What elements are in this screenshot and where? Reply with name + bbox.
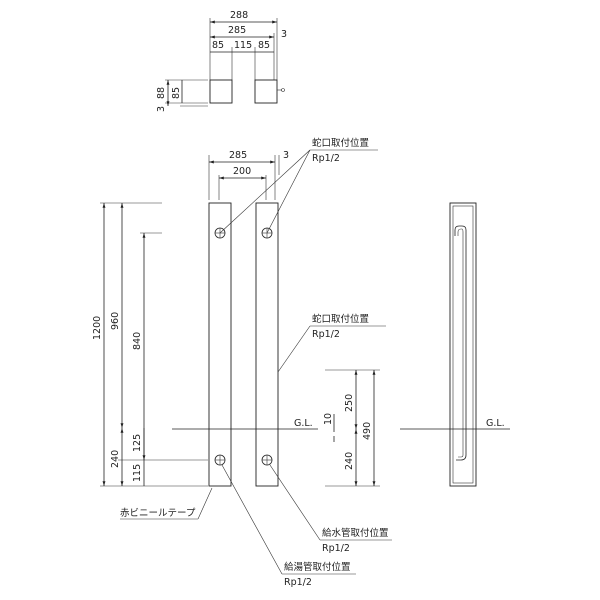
label-hot-water-title: 給湯管取付位置 [284, 561, 351, 573]
front-dim-240: 240 [110, 450, 121, 468]
label-faucet-top-spec: Rp1/2 [312, 153, 340, 164]
front-offset-3: 3 [283, 150, 289, 161]
front-width-285: 285 [229, 150, 247, 161]
plan-width-285: 285 [228, 25, 246, 36]
plan-post-left: 85 [212, 40, 224, 51]
front-height-840: 840 [132, 332, 143, 350]
plan-depth-85: 85 [171, 87, 182, 99]
label-hot-water-spec: Rp1/2 [284, 577, 312, 588]
plan-depth-3: 3 [156, 106, 167, 112]
front-gl-label: G.L. [294, 418, 313, 429]
front-width-200: 200 [233, 166, 251, 177]
side-view: G.L. [400, 202, 510, 487]
plan-post-left-shape [209, 79, 233, 104]
water-supply-marker [261, 454, 273, 466]
front-dim-250: 250 [344, 394, 355, 412]
plan-gap: 115 [234, 40, 252, 51]
front-dim-490: 490 [362, 422, 373, 440]
plan-view: 288 285 3 85 115 85 88 85 3 [156, 10, 287, 112]
hot-water-marker [214, 454, 226, 466]
plan-width-288: 288 [230, 10, 248, 21]
label-water-supply-title: 給水管取付位置 [322, 527, 389, 539]
annotations: 蛇口取付位置 Rp1/2 蛇口取付位置 Rp1/2 赤ビニールテープ 給水管取付… [120, 137, 389, 588]
front-dim-115: 115 [132, 464, 143, 482]
front-view: 285 3 200 [92, 149, 392, 575]
front-height-960: 960 [110, 312, 121, 330]
front-height-1200: 1200 [92, 316, 103, 340]
label-faucet-mid-title: 蛇口取付位置 [312, 313, 369, 325]
side-pipe [454, 225, 467, 461]
front-post-left [208, 202, 232, 487]
label-faucet-top-title: 蛇口取付位置 [312, 137, 369, 149]
label-red-tape: 赤ビニールテープ [120, 508, 196, 519]
plan-post-right-shape [254, 79, 278, 104]
label-water-supply-spec: Rp1/2 [322, 543, 350, 554]
front-dim-10: 10 [323, 413, 334, 425]
plan-post-right: 85 [258, 40, 270, 51]
plan-depth-88: 88 [156, 87, 167, 99]
side-gl-label: G.L. [486, 418, 505, 429]
plan-offset-3: 3 [281, 29, 287, 40]
front-post-right [255, 202, 279, 487]
front-dim-125: 125 [132, 434, 143, 452]
front-dim-240-right: 240 [344, 452, 355, 470]
label-faucet-mid-spec: Rp1/2 [312, 329, 340, 340]
